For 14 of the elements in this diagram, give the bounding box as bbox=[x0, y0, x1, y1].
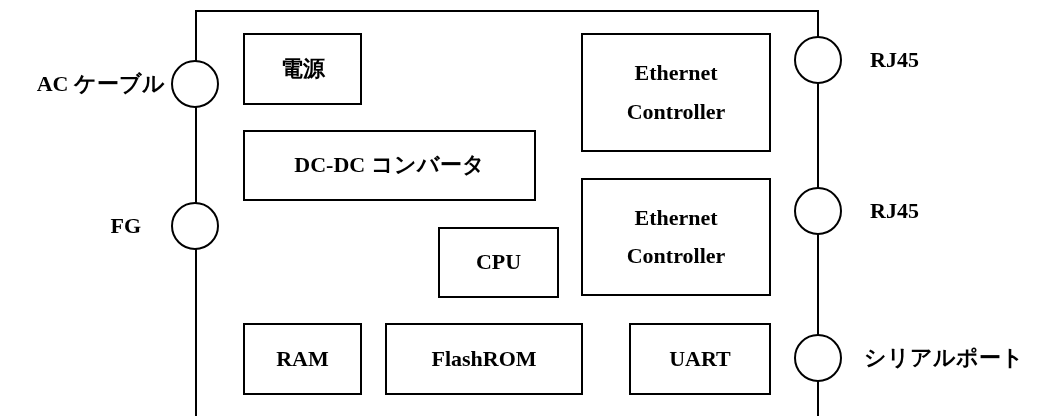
connector-label: シリアルポート bbox=[864, 347, 1024, 369]
connector-label: RJ45 bbox=[870, 200, 919, 222]
component-box: UART bbox=[629, 323, 771, 395]
device-frame bbox=[195, 10, 819, 416]
component-box: 電源 bbox=[243, 33, 362, 105]
connector-label: RJ45 bbox=[870, 49, 919, 71]
component-box: CPU bbox=[438, 227, 559, 298]
component-box: DC-DC コンバータ bbox=[243, 130, 536, 201]
component-box: Ethernet Controller bbox=[581, 178, 771, 296]
component-box: FlashROM bbox=[385, 323, 583, 395]
component-box: Ethernet Controller bbox=[581, 33, 771, 152]
component-box: RAM bbox=[243, 323, 362, 395]
connector-label: AC ケーブル bbox=[36, 73, 165, 95]
connector-label: FG bbox=[110, 215, 141, 237]
